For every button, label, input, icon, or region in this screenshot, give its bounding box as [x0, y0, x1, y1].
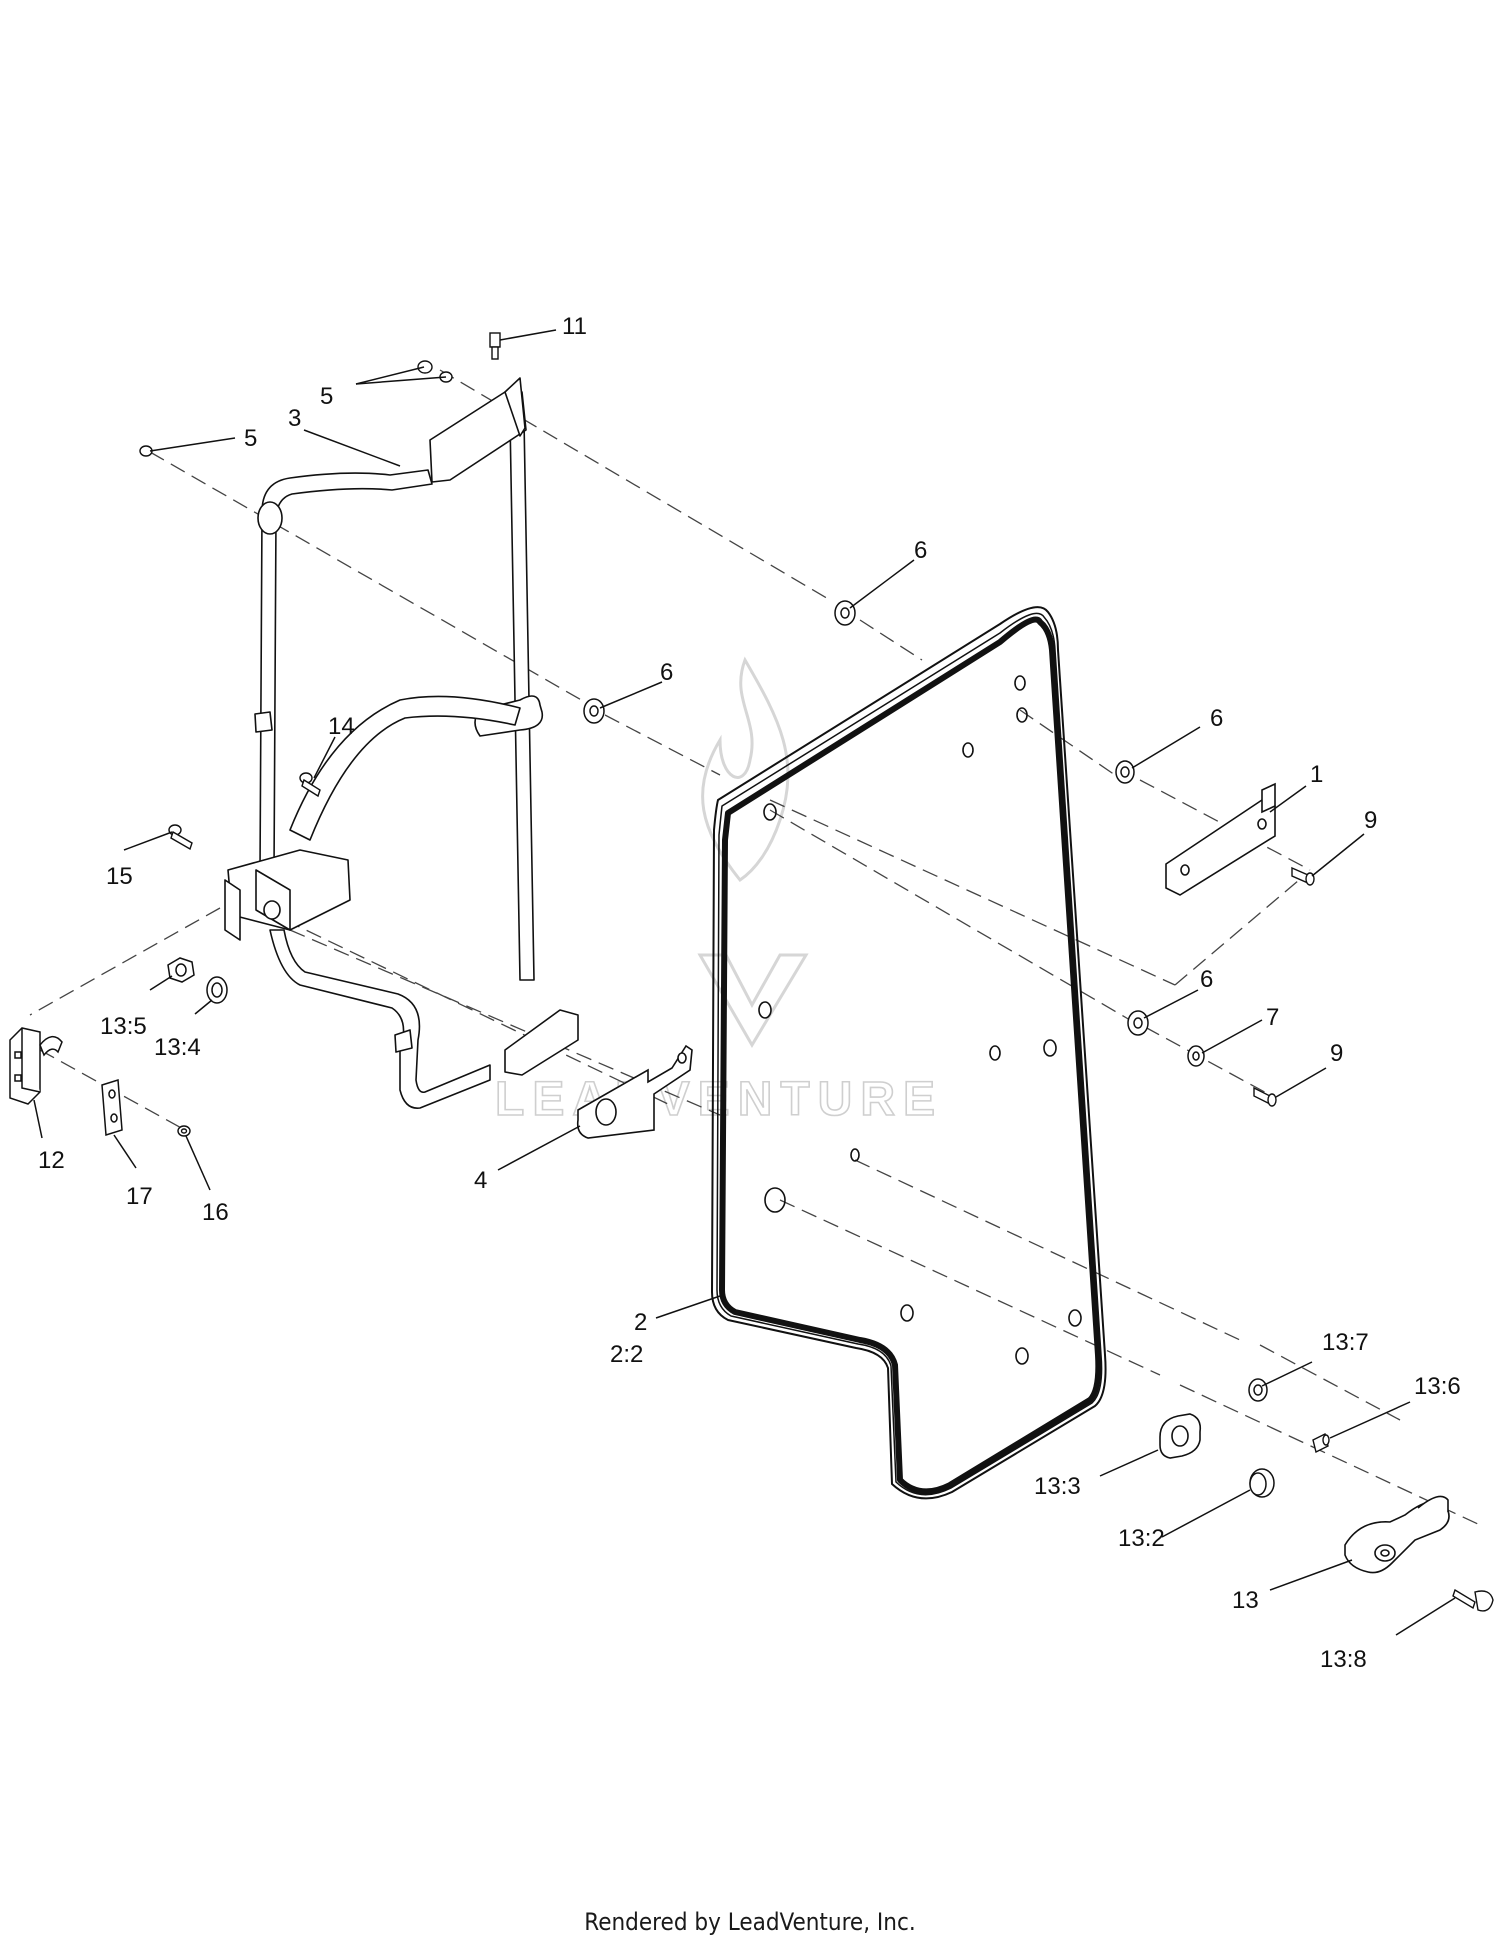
callout-17: 17: [126, 1183, 153, 1210]
part-12-latch: [9, 1027, 63, 1105]
callout-4: 4: [474, 1167, 487, 1194]
callout-13-4: 13:4: [154, 1034, 201, 1061]
callout-16: 16: [202, 1199, 229, 1226]
part-6-washers: [583, 600, 1149, 1036]
callout-13: 13: [1232, 1587, 1259, 1614]
callout-13-7: 13:7: [1322, 1329, 1369, 1356]
callout-5-left: 5: [244, 425, 257, 452]
callout-13-5: 13:5: [100, 1013, 147, 1040]
part-5-nuts: [139, 360, 453, 457]
callout-labels: 11 5 5 3 6 6 6 14 15 1 9 6 7 9 13:5 13:4…: [38, 313, 1461, 1673]
part-3-door-frame: [224, 377, 579, 1109]
callout-6-lower: 6: [1200, 966, 1213, 993]
callout-7: 7: [1266, 1004, 1279, 1031]
callout-5-top: 5: [320, 383, 333, 410]
callout-13-3: 13:3: [1034, 1473, 1081, 1500]
callout-6-right: 6: [1210, 705, 1223, 732]
callout-1: 1: [1310, 761, 1323, 788]
callout-9-bottom: 9: [1330, 1040, 1343, 1067]
part-13-5-nut: [167, 957, 195, 983]
part-17-plate: [101, 1079, 123, 1136]
part-4-hinge-plate: [576, 1044, 693, 1139]
part-7-washer: [1187, 1045, 1205, 1067]
part-1-bracket: [1165, 782, 1276, 896]
callout-14: 14: [328, 713, 355, 740]
part-14-bolt: [299, 772, 321, 798]
callout-6-top: 6: [914, 537, 927, 564]
callout-15: 15: [106, 863, 133, 890]
part-2-door-glass: [711, 606, 1107, 1500]
watermark-flame-icon: [701, 656, 790, 883]
part-13-4-washer: [206, 976, 228, 1004]
part-9-screws: [1253, 866, 1315, 1107]
render-credit: Rendered by LeadVenture, Inc.: [584, 1908, 916, 1936]
leadventure-watermark: LEADVENTURE: [494, 656, 943, 1127]
callout-13-8: 13:8: [1320, 1646, 1367, 1673]
callout-13-2: 13:2: [1118, 1525, 1165, 1552]
part-13-3-gasket: [1159, 1413, 1202, 1459]
callout-11: 11: [562, 313, 587, 340]
callout-3: 3: [288, 405, 301, 432]
callout-9-top: 9: [1364, 807, 1377, 834]
callout-2: 2: [634, 1309, 647, 1336]
callout-12: 12: [38, 1147, 65, 1174]
alignment-lines: [29, 369, 1481, 1526]
leader-lines: [33, 329, 1456, 1636]
part-13-handle: [1344, 1495, 1450, 1574]
callout-2-2: 2:2: [610, 1341, 643, 1368]
part-13-6-bushing: [1312, 1432, 1330, 1454]
part-11-fitting: [489, 332, 501, 360]
part-13-7-washer: [1248, 1378, 1268, 1402]
watermark-v-icon: [697, 953, 809, 1048]
callout-13-6: 13:6: [1414, 1373, 1461, 1400]
watermark-text: LEADVENTURE: [495, 1073, 943, 1126]
callout-6-mid: 6: [660, 659, 673, 686]
part-15-bolt: [168, 824, 193, 851]
part-13-8-key: [1452, 1588, 1494, 1612]
door-mounting-holes: [758, 675, 1082, 1365]
part-16-nut: [177, 1125, 191, 1137]
part-13-2-bushing: [1249, 1468, 1275, 1498]
